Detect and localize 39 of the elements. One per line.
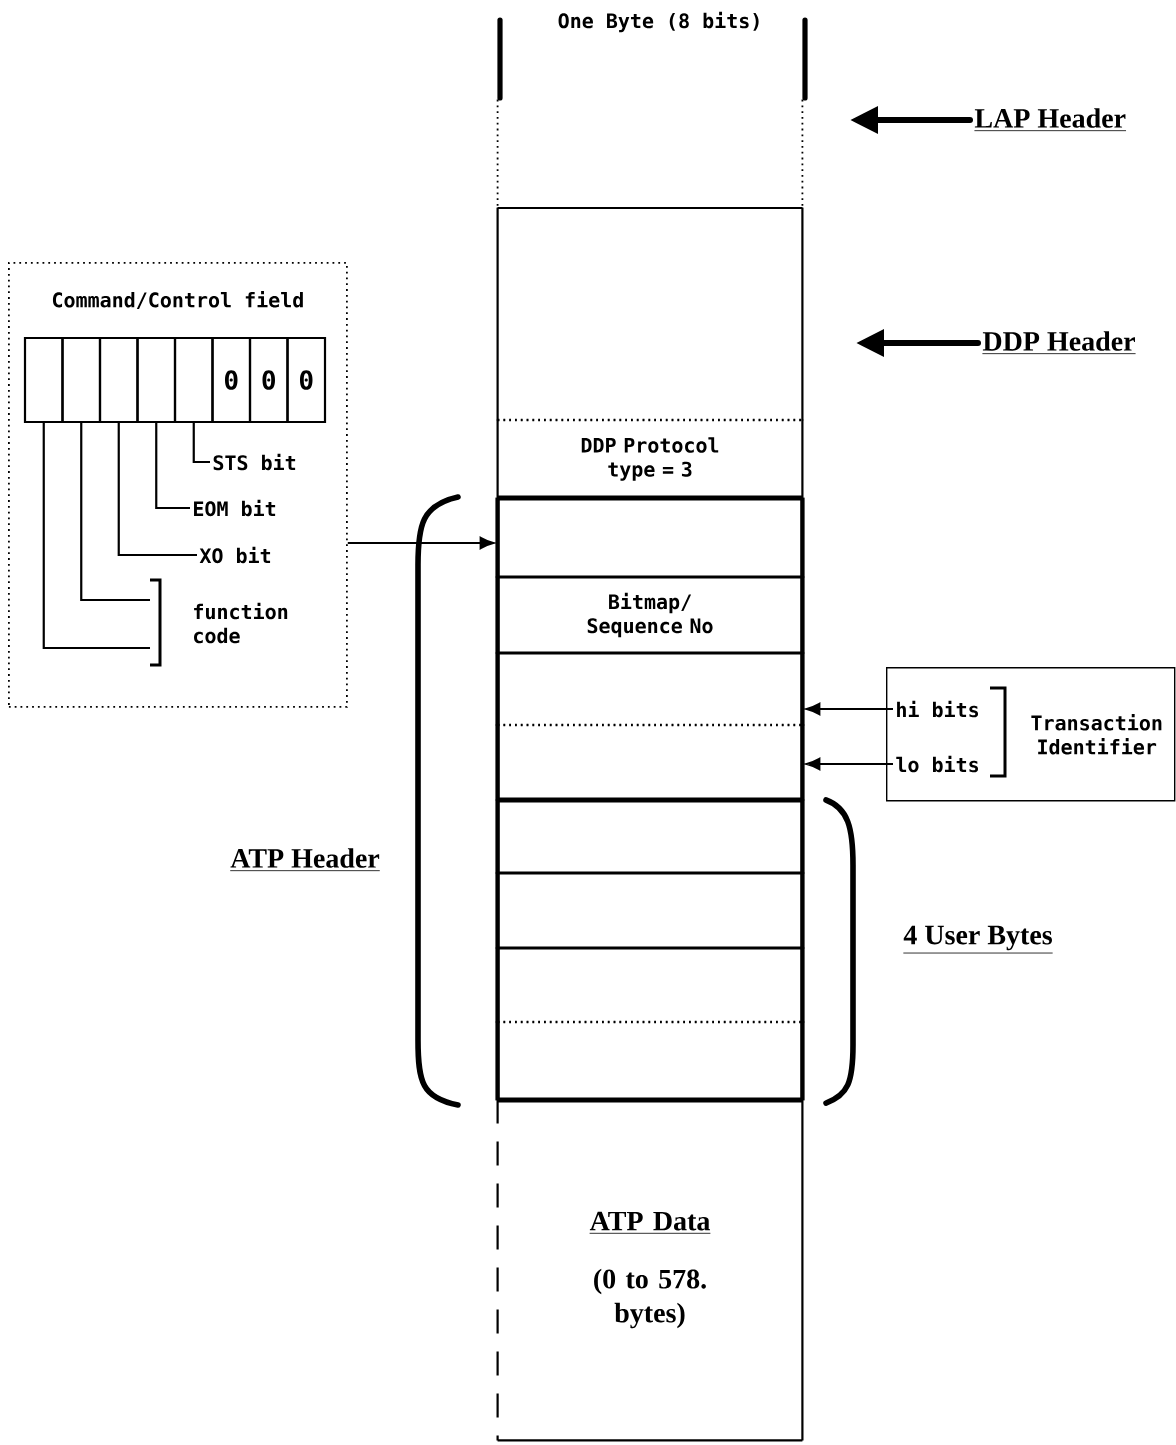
byte-row: DDP Protocol type = 3	[496, 418, 804, 501]
leader-line	[80, 423, 150, 602]
bit-cell: 0	[286, 336, 327, 424]
arrow	[347, 536, 495, 550]
leader-line	[117, 423, 197, 557]
bit-cell: 0	[248, 336, 289, 424]
byte-row: ATP Data (0 to 578. bytes)	[496, 1097, 804, 1442]
width-label: One Byte (8 bits)	[558, 11, 759, 33]
bit-cell	[173, 336, 214, 424]
bit-label: STS bit	[213, 453, 296, 471]
byte-row	[495, 946, 805, 1024]
bit-cell	[23, 336, 64, 424]
byte-row	[495, 871, 805, 950]
bit-cell	[98, 336, 139, 424]
leader-line	[42, 423, 150, 650]
byte-row	[495, 723, 805, 803]
section-heading: LAP Header	[974, 108, 1127, 132]
bit-cell	[61, 336, 102, 424]
byte-row	[496, 98, 804, 210]
byte-row	[495, 1020, 805, 1103]
bit-label: hi bits	[897, 700, 979, 718]
byte-row: Bitmap/ Sequence No	[495, 575, 805, 655]
bit-label: XO bit	[199, 546, 271, 564]
bit-cell: 0	[211, 336, 252, 424]
leader-line	[192, 423, 210, 464]
arrow	[805, 702, 893, 716]
bracket-label: function code	[150, 578, 288, 667]
leader-line	[155, 423, 190, 510]
section-heading: DDP Header	[982, 331, 1136, 355]
section-label: ATP Header	[229, 848, 381, 872]
bit-label: lo bits	[896, 755, 979, 773]
section-label: 4 User Bytes	[902, 925, 1054, 954]
bit-label: EOM bit	[194, 499, 276, 517]
byte-row	[496, 206, 804, 422]
arrow	[805, 757, 893, 771]
byte-row	[495, 651, 805, 727]
byte-row	[495, 797, 805, 875]
byte-row	[495, 495, 805, 579]
bit-cell	[136, 336, 177, 424]
